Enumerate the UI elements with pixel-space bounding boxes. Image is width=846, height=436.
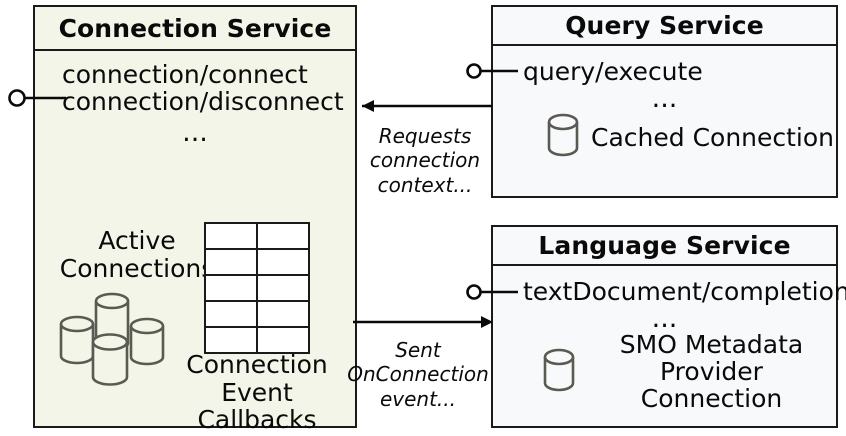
query-service-ellipsis: ... <box>651 83 678 114</box>
connection-service-ellipsis: ... <box>182 117 208 148</box>
operation-textdocument-completion[interactable]: textDocument/completion <box>523 277 846 306</box>
provided-interface-language-service[interactable] <box>466 276 520 312</box>
component-connection-service[interactable]: Connection Service connection/connect co… <box>33 5 357 433</box>
connection-event-callbacks-table <box>204 222 310 358</box>
connection-service-operations: connection/connect connection/disconnect <box>35 61 355 115</box>
callbacks-label-line3: Callbacks <box>197 405 317 434</box>
note-line-2: connection <box>369 148 481 173</box>
lollipop-circle-icon <box>466 63 482 79</box>
database-cylinder-icon-front <box>91 333 129 386</box>
component-query-service[interactable]: Query Service query/execute ... Cached C… <box>491 5 838 198</box>
language-service-title: Language Service <box>493 227 836 266</box>
query-service-operations: query/execute <box>493 58 836 85</box>
smo-metadata-provider-row: SMO Metadata Provider Connection <box>541 331 836 412</box>
note-line-2: OnConnection <box>347 362 489 387</box>
database-cylinder-icon <box>545 111 581 163</box>
connector-sent-onconnection-event <box>345 310 500 338</box>
active-connections-label-line1: Active <box>98 226 176 255</box>
connection-event-callbacks-label: Connection Event Callbacks <box>175 351 339 434</box>
note-line-3: context... <box>377 172 473 197</box>
connector-requests-connection-context <box>350 94 500 122</box>
lollipop-circle-icon <box>8 89 26 107</box>
callbacks-label-line1: Connection <box>186 350 328 379</box>
cached-connection-label: Cached Connection <box>591 122 835 152</box>
lollipop-circle-icon <box>466 284 482 300</box>
operation-connection-connect[interactable]: connection/connect <box>62 60 308 89</box>
arrowhead-icon <box>362 100 374 112</box>
connector-note-sent-onconnection-event: Sent OnConnection event... <box>345 338 491 411</box>
smo-metadata-label-line1: SMO Metadata <box>619 330 804 359</box>
smo-metadata-provider-label: SMO Metadata Provider Connection <box>587 331 836 412</box>
provided-interface-query-service[interactable] <box>466 55 520 91</box>
note-line-1: Sent <box>395 338 441 362</box>
operation-connection-disconnect[interactable]: connection/disconnect <box>62 87 344 116</box>
operation-query-execute[interactable]: query/execute <box>523 57 703 86</box>
active-connections-label: Active Connections <box>49 227 225 282</box>
language-service-body: textDocument/completion ... SMO Metadata… <box>493 266 846 426</box>
note-line-3: event... <box>379 386 457 411</box>
database-cylinder-icon-left <box>59 315 95 365</box>
language-service-operations: textDocument/completion <box>493 277 846 306</box>
smo-metadata-label-line2: Provider Connection <box>640 357 783 413</box>
query-service-title: Query Service <box>493 7 836 46</box>
database-cylinder-icon-right <box>129 317 165 366</box>
component-language-service[interactable]: Language Service textDocument/completion… <box>491 225 846 428</box>
query-service-body: query/execute ... Cached Connection <box>493 46 836 196</box>
provided-interface-connection-service[interactable] <box>8 82 68 118</box>
active-connections-label-line2: Connections <box>59 253 215 283</box>
database-cylinder-icon <box>541 346 577 398</box>
cached-connection-row: Cached Connection <box>545 111 834 163</box>
connection-service-body: connection/connect connection/disconnect… <box>35 51 355 433</box>
callbacks-label-line2: Event <box>221 377 293 407</box>
note-line-1: Requests <box>378 124 472 148</box>
arrowhead-icon <box>481 316 493 328</box>
connector-note-requests-connection-context: Requests connection context... <box>360 124 490 197</box>
database-cluster-icon <box>51 287 186 391</box>
language-service-ellipsis: ... <box>651 303 678 334</box>
connection-service-title: Connection Service <box>35 7 355 51</box>
